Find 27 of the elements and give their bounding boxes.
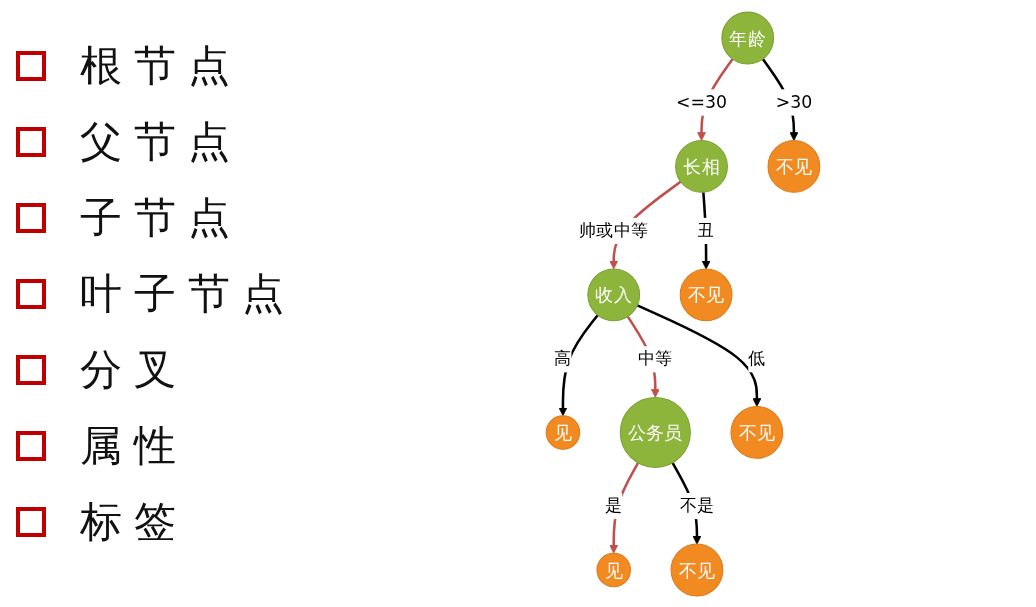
edge-label: 帅或中等 — [579, 219, 649, 240]
edge-label: 中等 — [638, 347, 673, 368]
list-item-text: 属性 — [80, 420, 188, 472]
node-circle: 见 — [596, 552, 631, 587]
edge-label: 高 — [554, 347, 572, 368]
node-circle: 不见 — [670, 543, 724, 596]
list-item-text: 根节点 — [80, 40, 242, 92]
edge-label: 低 — [748, 347, 766, 368]
node-circle: 不见 — [767, 139, 821, 193]
edge-label: 丑 — [697, 219, 715, 240]
edge-label: 是 — [605, 494, 623, 515]
edge-label: <=30 — [676, 90, 727, 112]
arrow — [636, 303, 762, 407]
edge-label: 不是 — [679, 494, 715, 515]
node-circle: 不见 — [730, 405, 784, 459]
edge-label: >30 — [775, 90, 813, 112]
list-item-text: 叶子节点 — [80, 268, 296, 320]
node-circle: 长相 — [675, 139, 728, 193]
list-item-text: 标签 — [80, 496, 188, 548]
node-circle: 年龄 — [721, 11, 775, 64]
node-circle: 公务员 — [619, 396, 691, 468]
node-circle: 见 — [545, 414, 581, 450]
list-item-text: 父节点 — [80, 116, 242, 168]
list-item-text: 子节点 — [80, 192, 242, 244]
node-circle: 不见 — [679, 267, 733, 321]
list-item-text: 分叉 — [80, 344, 188, 396]
node-circle: 收入 — [587, 267, 641, 321]
